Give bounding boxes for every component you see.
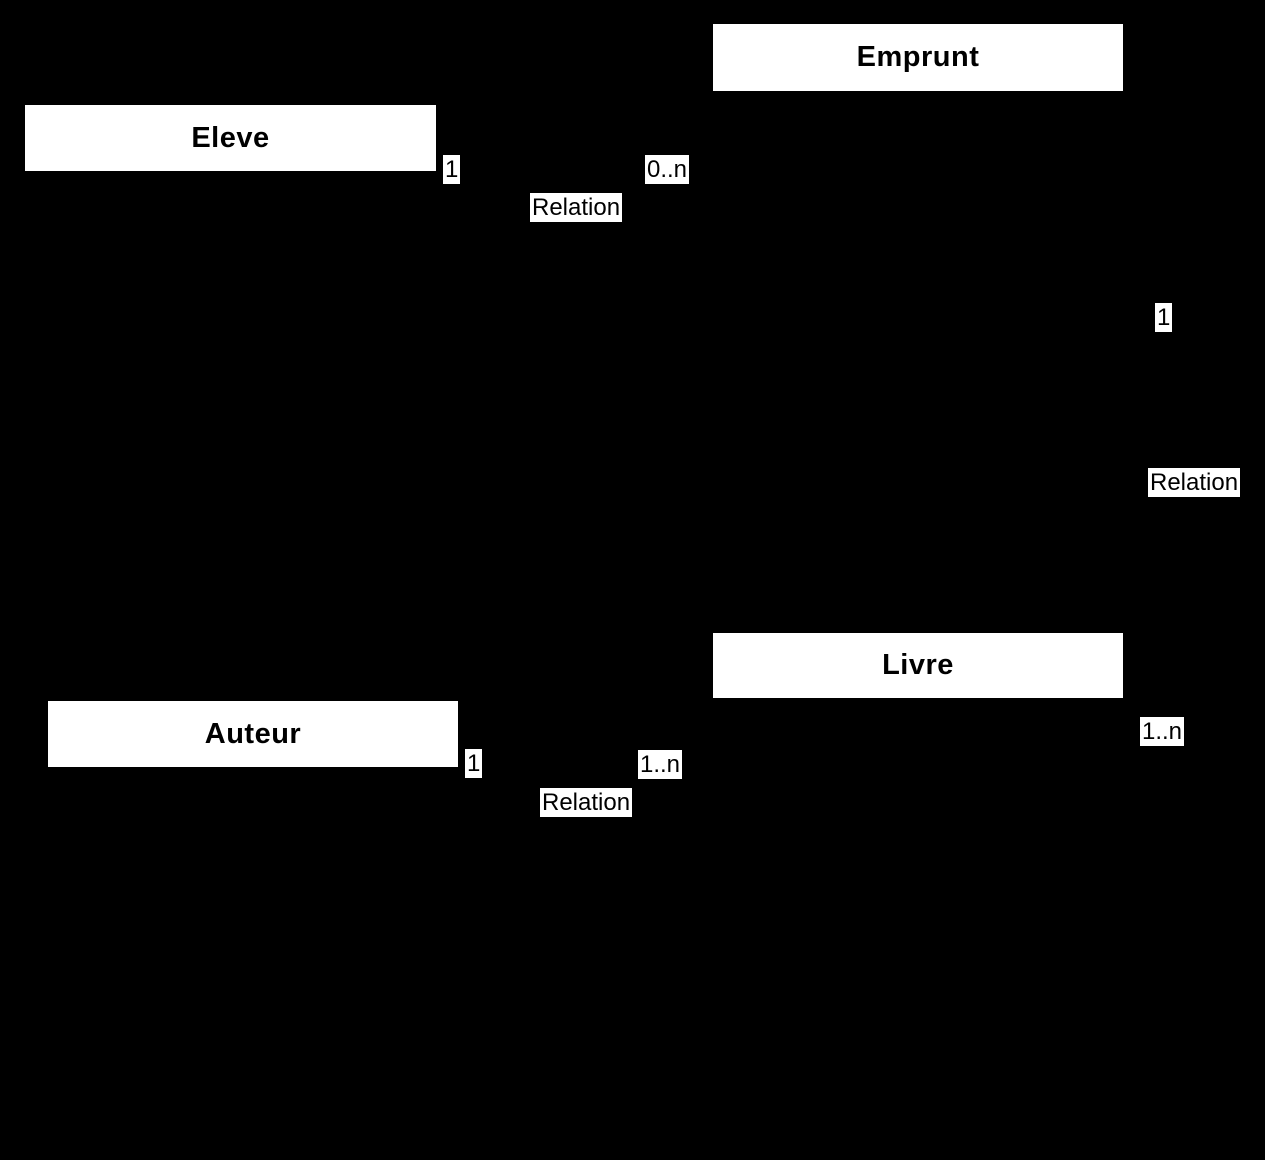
class-title-emprunt: Emprunt bbox=[856, 41, 980, 73]
class-title-eleve: Eleve bbox=[191, 121, 270, 154]
multiplicity-label-eleve-end: 1 bbox=[443, 155, 461, 184]
association-name-label-emprunt-livre: Relation bbox=[1148, 468, 1241, 497]
class-box-livre: Livre bbox=[713, 633, 1123, 698]
class-box-auteur: Auteur bbox=[48, 701, 458, 767]
multiplicity-label-emprunt-end: 0..n bbox=[645, 155, 690, 184]
multiplicity-label-auteur-end: 1 bbox=[465, 749, 483, 778]
class-box-emprunt: Emprunt bbox=[713, 24, 1123, 91]
multiplicity-label-livre-end-right: 1..n bbox=[1140, 717, 1185, 746]
class-box-eleve: Eleve bbox=[25, 105, 436, 171]
class-title-auteur: Auteur bbox=[204, 717, 302, 750]
multiplicity-label-livre-end-bottom: 1..n bbox=[638, 750, 683, 779]
multiplicity-label-emprunt-livre-top: 1 bbox=[1155, 303, 1173, 332]
association-name-label-eleve-emprunt: Relation bbox=[530, 193, 623, 222]
class-title-livre: Livre bbox=[882, 649, 954, 681]
association-name-label-auteur-livre: Relation bbox=[540, 788, 633, 817]
